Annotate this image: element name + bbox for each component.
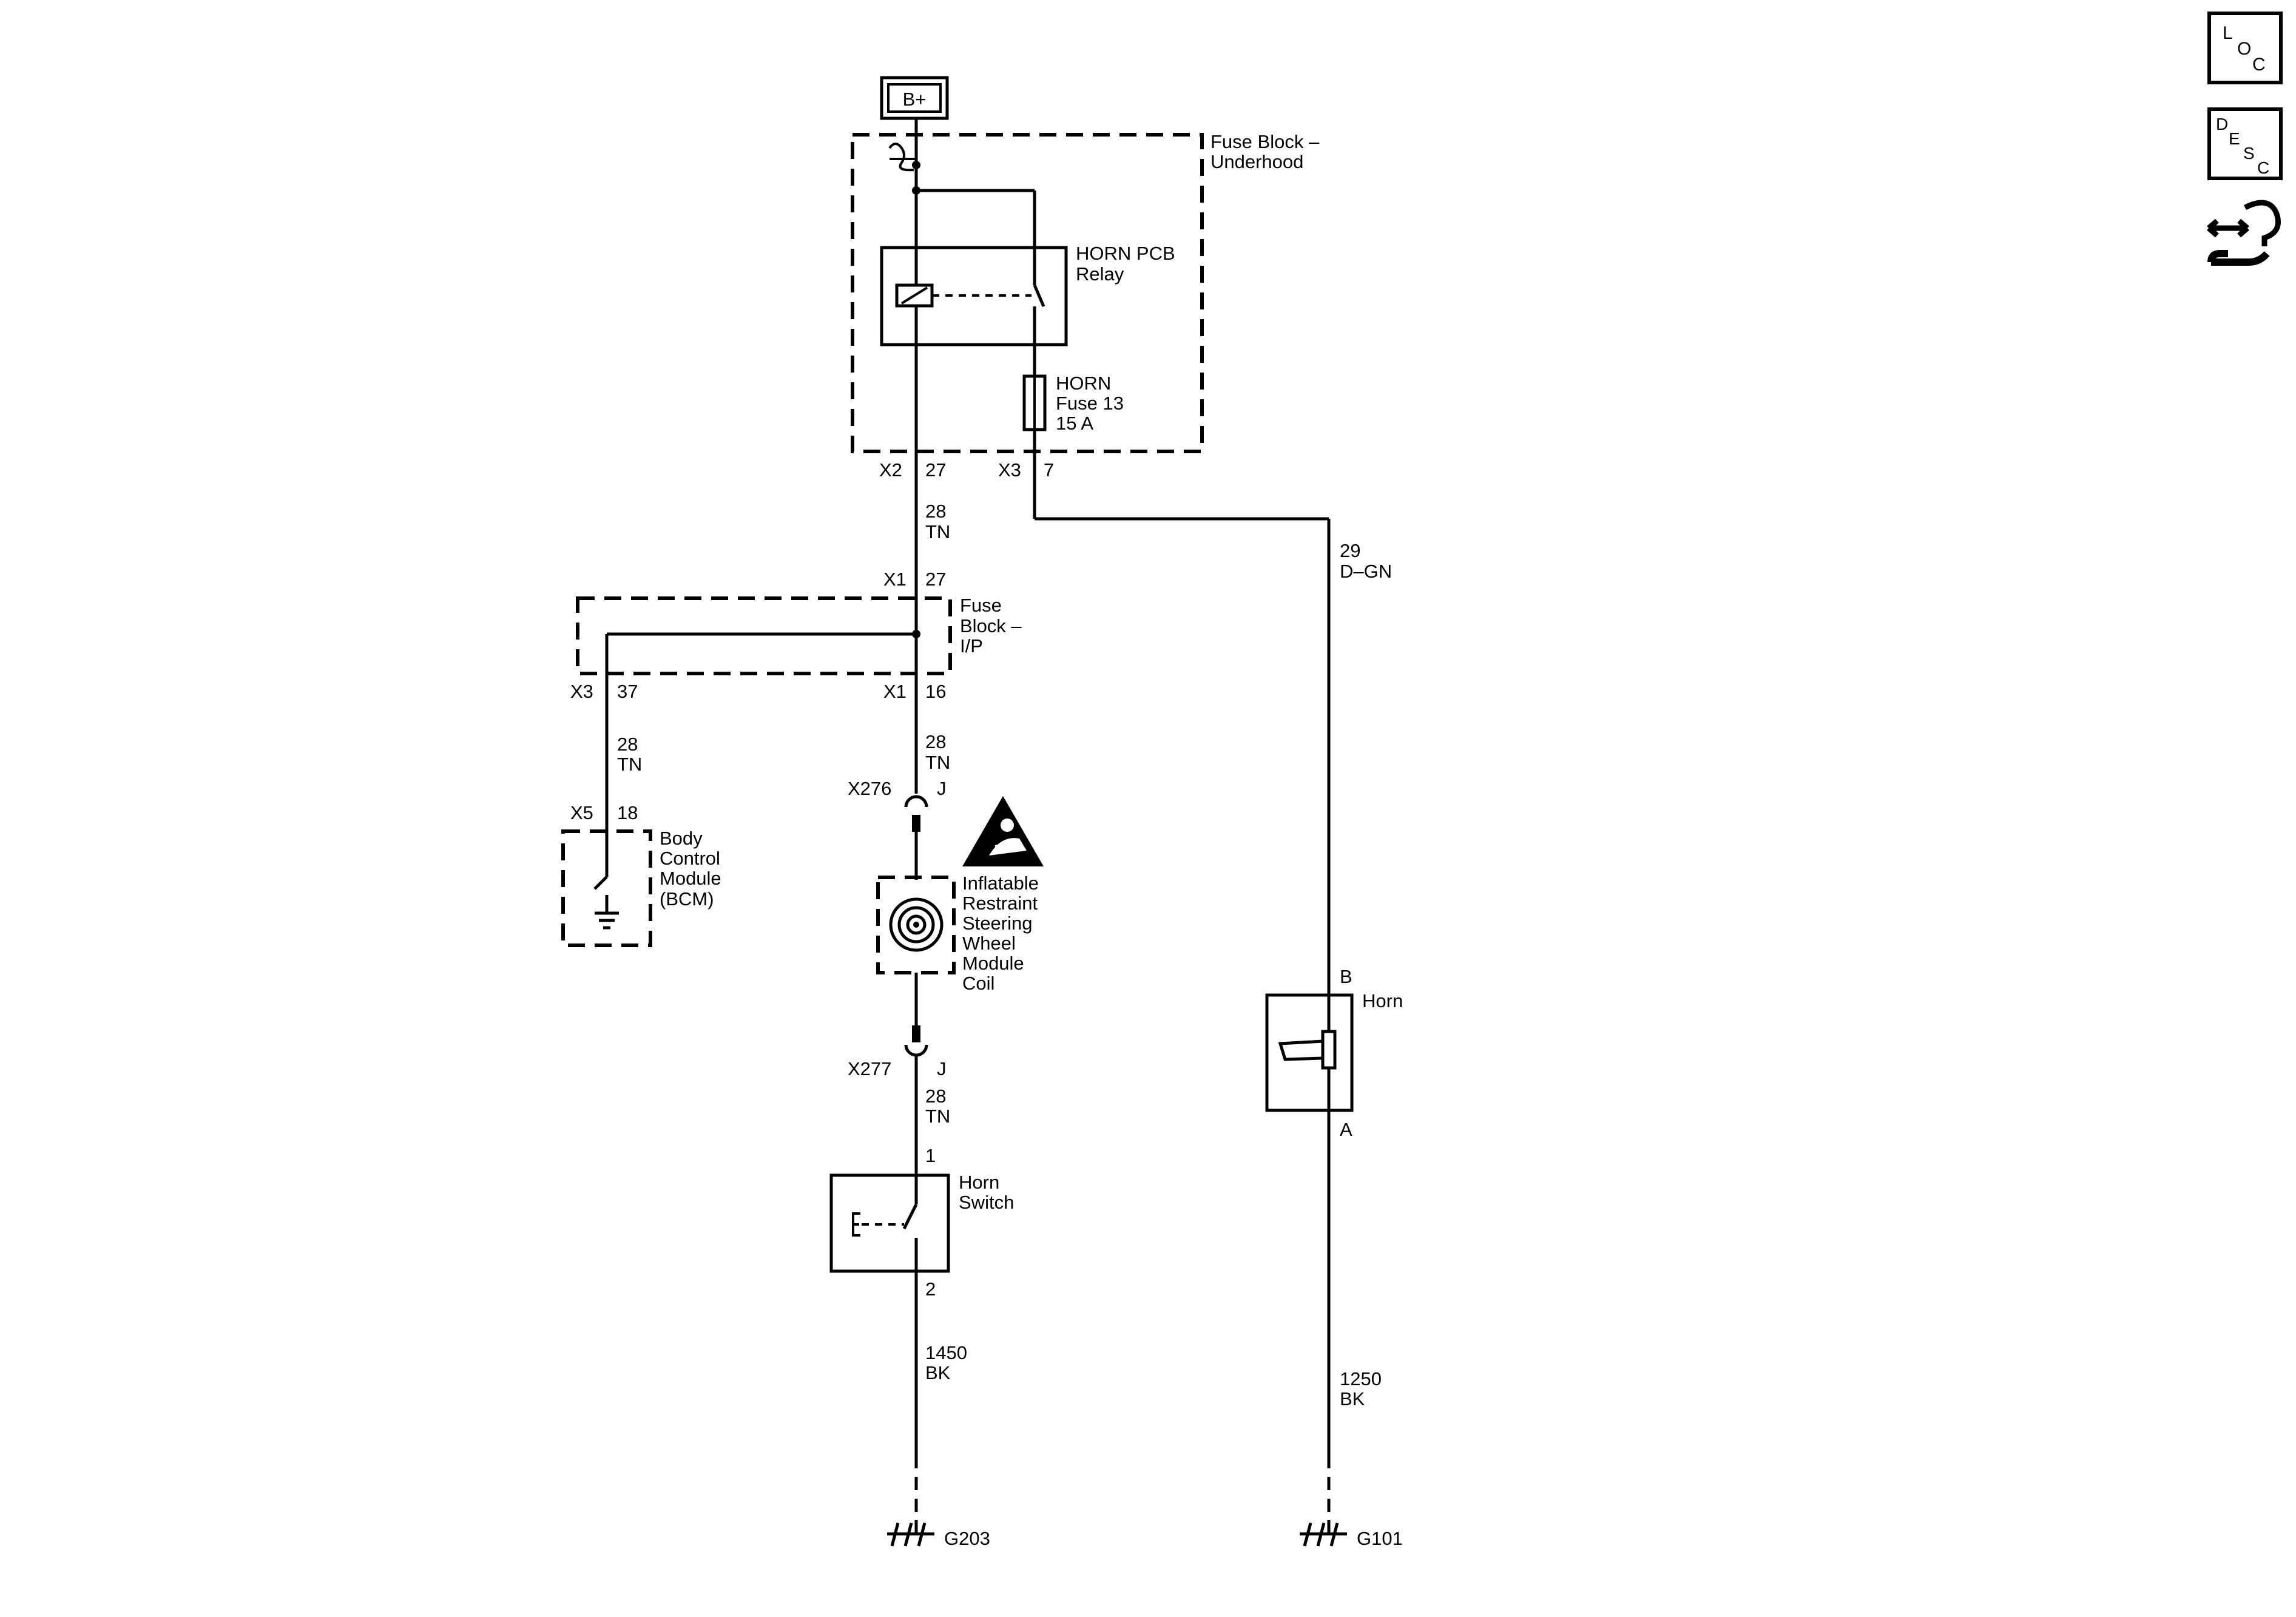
wire-gauge: 28 [925,1085,946,1107]
svg-text:E: E [2229,129,2240,148]
ground-g203-label: G203 [944,1528,990,1549]
wire-color: BK [925,1362,951,1383]
connector-label: X1 [883,569,907,590]
connector-label: X2 [879,459,902,481]
pin-label: 2 [925,1278,936,1300]
coil-label-5: Module [962,953,1024,974]
ground-icon [595,911,619,930]
fuse-block-ip-label-2: Block – [960,615,1022,636]
power-label: B+ [903,89,927,110]
coil-label-2: Restraint [962,893,1038,914]
pin-label: 27 [925,459,946,481]
bcm-switch [593,876,608,890]
pin-label: 18 [617,802,638,823]
coil-label: Inflatable [962,873,1039,894]
svg-text:C: C [2252,55,2266,75]
wire-color: TN [925,521,950,542]
fuse-rating: 15 A [1056,413,1093,434]
wire-gauge: 29 [1340,540,1360,561]
fuse-block-underhood-label: Fuse Block – [1210,131,1320,152]
pin-label: 16 [925,681,946,702]
ground-icon: G101 [1300,1520,1403,1549]
horn: Horn [1265,990,1403,1112]
description-button[interactable]: D E S C [2207,107,2283,180]
bcm-label-3: Module [660,868,721,889]
connector-label: X3 [570,681,593,702]
fusible-link-symbol [888,143,914,172]
wire-color: D–GN [1340,561,1392,582]
fuse-block-underhood: Fuse Block – Underhood [851,131,1320,453]
coil-label-4: Wheel [962,933,1016,954]
pin-label: 27 [925,569,946,590]
horn-switch-label: Horn [959,1172,999,1193]
connector-x277-label: X277 [848,1058,891,1079]
service-info-icon[interactable] [2207,200,2281,266]
ground-g101-label: G101 [1357,1528,1403,1549]
horn-fuse: HORN Fuse 13 15 A [1022,373,1124,434]
connector-label: X3 [998,459,1021,481]
horn-switch: Horn Switch [829,1172,1014,1273]
connector-label: X5 [570,802,593,823]
fuse-label-2: Fuse 13 [1056,393,1124,414]
bcm-label-4: (BCM) [660,888,714,910]
connector-x276: X276 J [848,778,947,832]
connector-x277-pin: J [937,1058,947,1079]
connector-label: X1 [883,681,907,702]
connector-x276-label: X276 [848,778,891,799]
relay-switch-contact [1033,285,1045,307]
svg-text:C: C [2257,158,2269,177]
pin-label: A [1340,1119,1352,1140]
wire-color: TN [925,752,950,773]
ground-icon: G203 [887,1520,990,1549]
inflatable-restraint-coil: Inflatable Restraint Steering Wheel Modu… [876,873,1039,994]
pin-label: 1 [925,1145,936,1166]
wire-color: BK [1340,1388,1365,1409]
svg-text:D: D [2216,115,2228,133]
fuse-block-ip: Fuse Block – I/P [576,595,1022,675]
splice-dot [912,161,920,169]
wire-color: TN [617,754,642,775]
wire-gauge: 28 [925,501,946,522]
wire-gauge: 1450 [925,1342,967,1363]
coil-label-6: Coil [962,973,994,994]
wire-color: TN [925,1106,950,1127]
bcm-label: Body [660,828,703,849]
horn-relay: HORN PCB Relay [880,243,1175,346]
airbag-warning-icon [962,796,1044,866]
fuse-label: HORN [1056,373,1111,394]
wire-gauge: 28 [925,731,946,752]
location-button[interactable]: L O C [2207,12,2283,84]
coil-label-3: Steering [962,913,1032,934]
connector-x276-pin: J [937,778,947,799]
svg-text:L: L [2223,23,2233,43]
svg-text:O: O [2237,39,2251,59]
svg-text:S: S [2243,144,2255,163]
wire-gauge: 28 [617,734,638,755]
pin-label: 37 [617,681,638,702]
battery-positive-terminal: B+ [880,76,949,120]
relay-label: HORN PCB [1076,243,1175,264]
fuse-block-ip-label-3: I/P [960,635,983,657]
fuse-block-ip-label: Fuse [960,595,1002,616]
wire-gauge: 1250 [1340,1368,1382,1389]
horn-switch-label-2: Switch [959,1192,1014,1213]
pin-label: B [1340,966,1352,987]
bcm-label-2: Control [660,848,720,869]
fuse-block-underhood-label-2: Underhood [1210,151,1303,172]
relay-label-2: Relay [1076,263,1124,285]
pin-label: 7 [1044,459,1054,481]
connector-x277: X277 J [848,1025,947,1079]
horn-label: Horn [1362,990,1403,1011]
body-control-module: Body Control Module (BCM) [561,828,721,947]
